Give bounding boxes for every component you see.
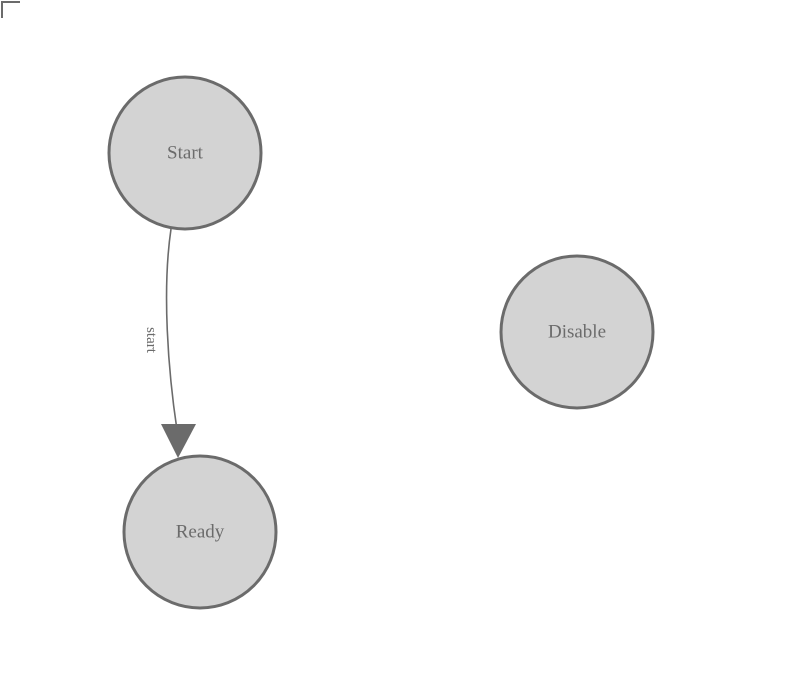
state-node-disable[interactable]: Disable — [499, 254, 655, 410]
state-node-ready[interactable]: Ready — [122, 454, 278, 610]
state-node-ready-circle[interactable] — [122, 454, 278, 610]
state-node-start-label: Start — [167, 143, 204, 164]
edge-start-to-ready[interactable]: start — [143, 228, 196, 458]
state-node-start[interactable]: Start — [107, 75, 263, 231]
state-node-start-circle[interactable] — [107, 75, 263, 231]
edge-label-start: start — [143, 327, 159, 354]
arrowhead-icon — [161, 424, 196, 458]
edge-line — [165, 228, 178, 431]
canvas-corner-bracket-icon — [1, 1, 20, 18]
state-node-disable-label: Disable — [548, 322, 606, 343]
state-node-ready-label: Ready — [176, 522, 225, 543]
state-node-disable-circle[interactable] — [499, 254, 655, 410]
